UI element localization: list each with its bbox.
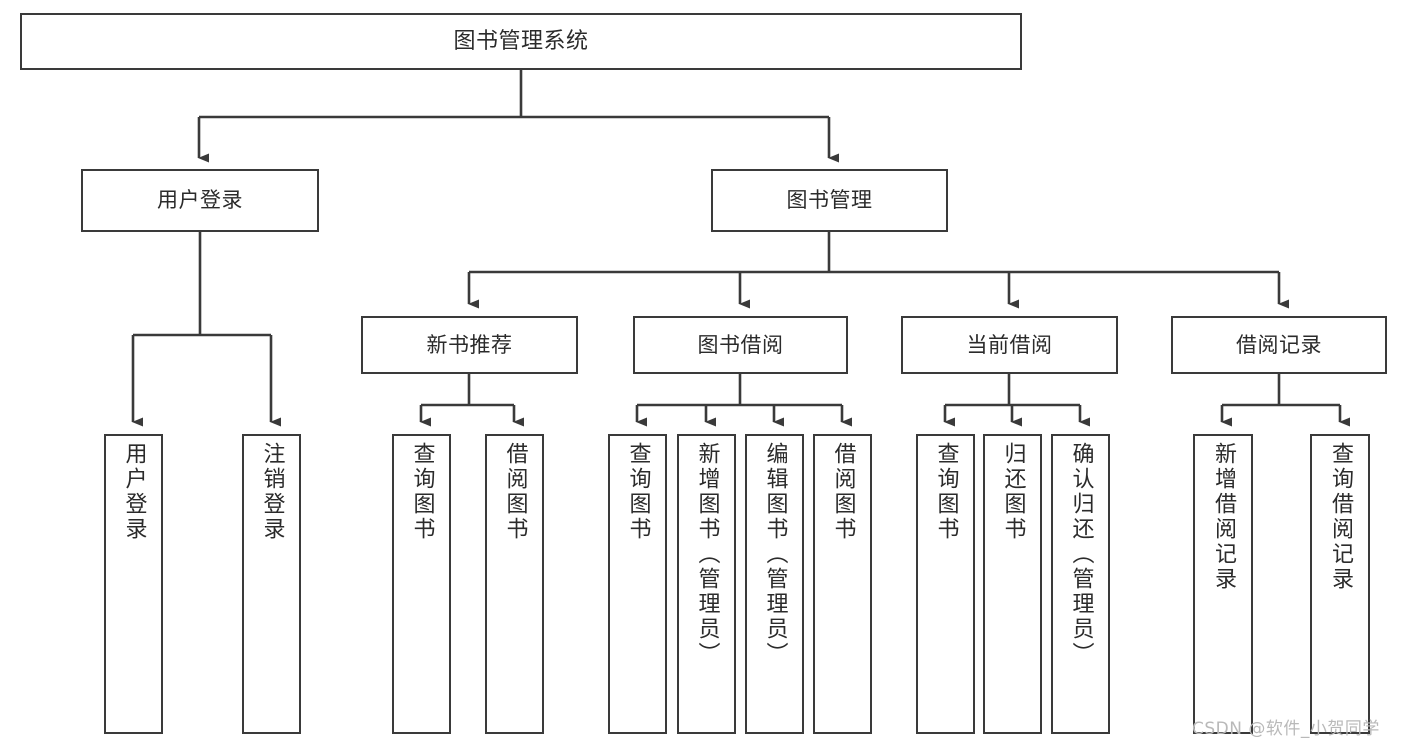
leaf-book-borrow-borrow-books[interactable]: 借阅图书 <box>813 434 872 734</box>
node-label: 新增借阅记录 <box>1211 442 1236 592</box>
node-book-borrowing[interactable]: 图书借阅 <box>633 316 848 374</box>
node-label: 图书借阅 <box>697 332 784 357</box>
node-new-book-recommendation[interactable]: 新书推荐 <box>361 316 578 374</box>
node-label: 注销登录 <box>259 442 285 542</box>
node-label: 图书管理 <box>786 188 873 213</box>
node-label: 用户登录 <box>157 188 243 213</box>
leaf-current-borrow-query-books[interactable]: 查询图书 <box>916 434 975 734</box>
leaf-current-borrow-confirm-return-admin[interactable]: 确认归还（管理员） <box>1051 434 1110 734</box>
node-label: 查询图书 <box>625 442 651 542</box>
node-label: 查询借阅记录 <box>1328 442 1353 592</box>
watermark: CSDN @软件_小贺同学 <box>1192 719 1380 739</box>
node-label: 确认归还（管理员） <box>1068 442 1094 667</box>
node-label: 借阅图书 <box>830 442 856 542</box>
node-label: 借阅图书 <box>502 442 528 542</box>
node-borrowing-record[interactable]: 借阅记录 <box>1171 316 1387 374</box>
leaf-book-borrow-edit-book-admin[interactable]: 编辑图书（管理员） <box>745 434 804 734</box>
node-label: 图书管理系统 <box>453 28 589 54</box>
node-label: 新增图书（管理员） <box>694 442 720 667</box>
node-label: 查询图书 <box>933 442 959 542</box>
leaf-book-borrow-query-books[interactable]: 查询图书 <box>608 434 667 734</box>
node-user-login[interactable]: 用户登录 <box>81 169 319 232</box>
node-root-library-management-system[interactable]: 图书管理系统 <box>20 13 1022 70</box>
leaf-user-login-login[interactable]: 用户登录 <box>104 434 163 734</box>
leaf-book-borrow-add-book-admin[interactable]: 新增图书（管理员） <box>677 434 736 734</box>
node-book-management[interactable]: 图书管理 <box>711 169 948 232</box>
leaf-current-borrow-return-books[interactable]: 归还图书 <box>983 434 1042 734</box>
leaf-new-book-borrow-books[interactable]: 借阅图书 <box>485 434 544 734</box>
node-label: 当前借阅 <box>966 332 1053 357</box>
leaf-new-book-query-books[interactable]: 查询图书 <box>392 434 451 734</box>
node-label: 编辑图书（管理员） <box>762 442 788 667</box>
node-label: 借阅记录 <box>1236 332 1322 357</box>
node-label: 归还图书 <box>1000 442 1026 542</box>
leaf-borrow-record-query-record[interactable]: 查询借阅记录 <box>1310 434 1370 734</box>
leaf-user-login-logout[interactable]: 注销登录 <box>242 434 301 734</box>
node-label: 新书推荐 <box>426 332 513 357</box>
node-current-borrowing[interactable]: 当前借阅 <box>901 316 1118 374</box>
leaf-borrow-record-add-record[interactable]: 新增借阅记录 <box>1193 434 1253 734</box>
node-label: 用户登录 <box>121 442 147 542</box>
node-label: 查询图书 <box>409 442 435 542</box>
